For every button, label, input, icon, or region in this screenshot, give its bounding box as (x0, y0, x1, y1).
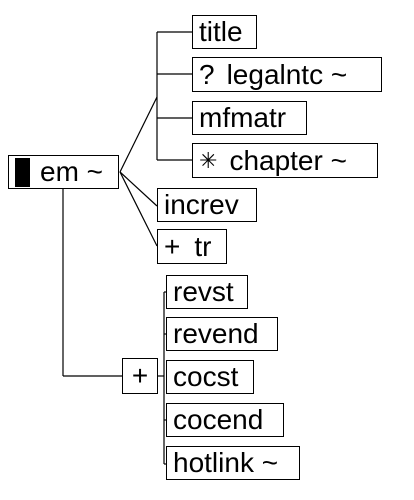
node-cocst-label: cocst (173, 361, 239, 392)
node-legalntc-label: legalntc ~ (226, 58, 348, 90)
node-title[interactable]: title (192, 15, 257, 49)
node-cocend-label: cocend (173, 404, 264, 435)
node-increv-label: increv (164, 189, 239, 220)
node-chapter-label: chapter ~ (229, 144, 347, 176)
filled-block-icon (15, 157, 30, 187)
node-tr-label: tr (194, 230, 212, 262)
node-em-label: em ~ (40, 156, 104, 187)
node-em[interactable]: em ~ (8, 155, 119, 189)
node-mfmatr[interactable]: mfmatr (192, 101, 307, 135)
node-revend-label: revend (173, 318, 259, 349)
node-legalntc[interactable]: ? legalntc ~ (192, 57, 382, 92)
optional-question-icon: ? (199, 58, 215, 90)
node-mfmatr-label: mfmatr (199, 102, 287, 133)
node-hotlink-label: hotlink ~ (173, 447, 279, 478)
node-tr[interactable]: + tr (157, 229, 227, 264)
node-cocend[interactable]: cocend (166, 403, 284, 437)
choice-connector[interactable]: + (122, 358, 158, 394)
node-revst[interactable]: revst (166, 275, 248, 309)
node-chapter[interactable]: ✳ chapter ~ (192, 143, 378, 178)
node-revend[interactable]: revend (166, 317, 278, 351)
node-title-label: title (199, 16, 243, 47)
node-revst-label: revst (173, 276, 234, 307)
asterisk-icon: ✳ (199, 147, 218, 173)
node-cocst[interactable]: cocst (166, 360, 254, 394)
node-hotlink[interactable]: hotlink ~ (166, 446, 300, 480)
plus-icon: + (164, 230, 181, 262)
plus-connector-icon: + (131, 360, 149, 391)
node-increv[interactable]: increv (157, 188, 257, 222)
